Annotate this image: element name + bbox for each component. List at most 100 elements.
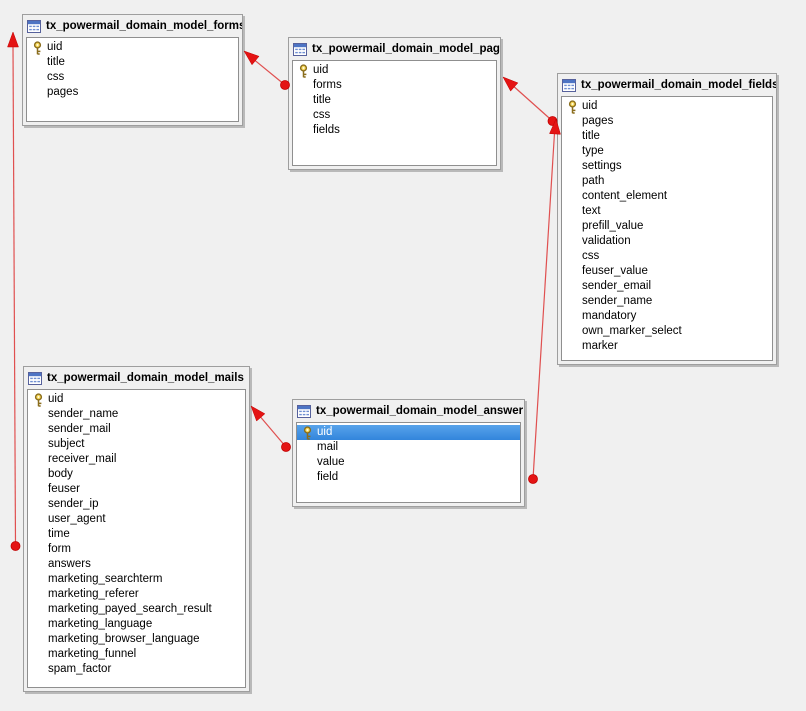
field-name: body	[48, 468, 73, 480]
field-name: pages	[582, 115, 614, 127]
field-row[interactable]: marketing_funnel	[28, 647, 245, 662]
field-name: user_agent	[48, 513, 106, 525]
entity-answer-field-list: uid mail value field	[296, 422, 521, 503]
field-name: uid	[47, 41, 63, 53]
field-name: title	[582, 130, 600, 142]
field-row[interactable]: receiver_mail	[28, 452, 245, 467]
relationship-answer-fields[interactable]	[528, 118, 561, 484]
entity-pages-header[interactable]: tx_powermail_domain_model_pages	[289, 38, 500, 60]
field-name: uid	[48, 393, 64, 405]
field-row[interactable]: pages	[27, 85, 238, 100]
field-name: marketing_searchterm	[48, 573, 163, 585]
field-row[interactable]: marker	[562, 339, 772, 354]
entity-mails[interactable]: tx_powermail_domain_model_mails uid send…	[23, 366, 250, 692]
field-row-uid[interactable]: uid	[562, 99, 772, 114]
field-name: uid	[582, 100, 598, 112]
entity-forms[interactable]: tx_powermail_domain_model_forms uid titl…	[22, 14, 243, 126]
field-row[interactable]: own_marker_select	[562, 324, 772, 339]
field-row[interactable]: marketing_searchterm	[28, 572, 245, 587]
field-row[interactable]: mandatory	[562, 309, 772, 324]
field-row[interactable]: body	[28, 467, 245, 482]
field-row[interactable]: answers	[28, 557, 245, 572]
relationship-answer-mails[interactable]	[250, 405, 291, 452]
field-row[interactable]: settings	[562, 159, 772, 174]
field-name: marketing_referer	[48, 588, 139, 600]
field-row[interactable]: feuser_value	[562, 264, 772, 279]
entity-fields-header[interactable]: tx_powermail_domain_model_fields	[558, 74, 776, 96]
field-row[interactable]: title	[562, 129, 772, 144]
entity-forms-header[interactable]: tx_powermail_domain_model_forms	[23, 15, 242, 37]
entity-mails-header[interactable]: tx_powermail_domain_model_mails	[24, 367, 249, 389]
relationship-pages-forms[interactable]	[243, 50, 290, 90]
field-row[interactable]: sender_ip	[28, 497, 245, 512]
field-name: sender_name	[582, 295, 653, 307]
field-row[interactable]: fields	[293, 123, 496, 138]
field-row[interactable]: css	[562, 249, 772, 264]
field-row[interactable]: title	[27, 55, 238, 70]
field-name: marketing_funnel	[48, 648, 137, 660]
field-row[interactable]: sender_mail	[28, 422, 245, 437]
relationship-fields-pages[interactable]	[502, 76, 558, 126]
table-icon	[27, 19, 41, 33]
entity-answer[interactable]: tx_powermail_domain_model_answer uid mai…	[292, 399, 525, 507]
field-row[interactable]: text	[562, 204, 772, 219]
field-name: validation	[582, 235, 631, 247]
field-name: type	[582, 145, 604, 157]
primary-key-icon	[566, 99, 578, 114]
field-row[interactable]: value	[297, 455, 520, 470]
field-row-uid[interactable]: uid	[293, 63, 496, 78]
field-row[interactable]: sender_name	[28, 407, 245, 422]
field-row[interactable]: marketing_browser_language	[28, 632, 245, 647]
field-name: feuser	[48, 483, 80, 495]
field-row[interactable]: path	[562, 174, 772, 189]
field-row[interactable]: title	[293, 93, 496, 108]
field-row[interactable]: forms	[293, 78, 496, 93]
field-row[interactable]: marketing_language	[28, 617, 245, 632]
field-name: uid	[313, 64, 329, 76]
field-row[interactable]: sender_name	[562, 294, 772, 309]
entity-title: tx_powermail_domain_model_forms	[46, 20, 242, 32]
field-name: marketing_language	[48, 618, 153, 630]
entity-answer-header[interactable]: tx_powermail_domain_model_answer	[293, 400, 524, 422]
field-name: sender_ip	[48, 498, 99, 510]
field-name: form	[48, 543, 71, 555]
field-name: content_element	[582, 190, 668, 202]
entity-title: tx_powermail_domain_model_mails	[47, 372, 244, 384]
field-row[interactable]: marketing_payed_search_result	[28, 602, 245, 617]
field-row[interactable]: time	[28, 527, 245, 542]
field-name: forms	[313, 79, 342, 91]
field-row[interactable]: feuser	[28, 482, 245, 497]
field-row[interactable]: spam_factor	[28, 662, 245, 677]
field-row[interactable]: subject	[28, 437, 245, 452]
table-icon	[293, 42, 307, 56]
field-row[interactable]: type	[562, 144, 772, 159]
field-row[interactable]: content_element	[562, 189, 772, 204]
field-row[interactable]: mail	[297, 440, 520, 455]
entity-fields[interactable]: tx_powermail_domain_model_fields uid pag…	[557, 73, 777, 365]
field-row[interactable]: user_agent	[28, 512, 245, 527]
relationship-mails-forms[interactable]	[7, 31, 21, 551]
field-row-uid[interactable]: uid	[27, 40, 238, 55]
field-row[interactable]: prefill_value	[562, 219, 772, 234]
entity-pages[interactable]: tx_powermail_domain_model_pages uid form…	[288, 37, 501, 170]
field-row[interactable]: validation	[562, 234, 772, 249]
field-row[interactable]: sender_email	[562, 279, 772, 294]
field-row[interactable]: form	[28, 542, 245, 557]
field-row[interactable]: css	[293, 108, 496, 123]
field-name: marker	[582, 340, 618, 352]
field-row-uid[interactable]: uid	[28, 392, 245, 407]
field-name: css	[313, 109, 331, 121]
entity-mails-field-list: uid sender_name sender_mail subject rece…	[27, 389, 246, 688]
field-name: marketing_payed_search_result	[48, 603, 212, 615]
field-row[interactable]: marketing_referer	[28, 587, 245, 602]
entity-title: tx_powermail_domain_model_pages	[312, 43, 500, 55]
field-name: feuser_value	[582, 265, 648, 277]
field-name: title	[313, 94, 331, 106]
field-row[interactable]: field	[297, 470, 520, 485]
field-name: title	[47, 56, 65, 68]
field-row[interactable]: pages	[562, 114, 772, 129]
field-row[interactable]: css	[27, 70, 238, 85]
field-row-uid-selected[interactable]: uid	[297, 425, 520, 440]
primary-key-icon	[31, 40, 43, 55]
